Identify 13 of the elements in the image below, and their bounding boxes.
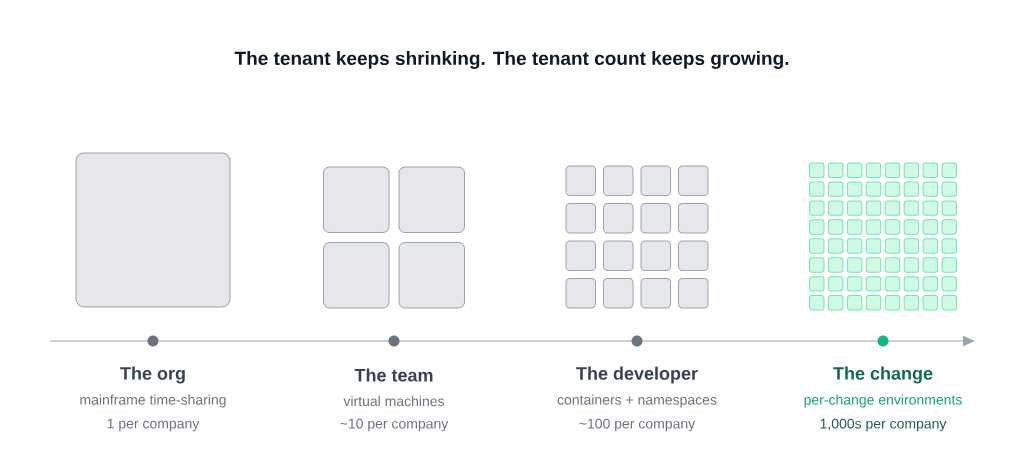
era-heading: The org	[120, 366, 185, 384]
era-heading: The team	[354, 368, 433, 382]
era-description: containers + namespaces	[557, 394, 717, 408]
era-description: per-change environments	[804, 394, 962, 408]
tenant-count: 1 per company	[107, 418, 200, 432]
era-description: mainframe time-sharing	[80, 394, 226, 408]
era-heading: The developer	[576, 366, 698, 384]
era-description: virtual machines	[343, 395, 445, 407]
era-heading: The change	[833, 366, 933, 384]
title: The tenant keeps shrinking. The tenant count keeps growing.	[234, 51, 789, 69]
tenant-count: ~100 per company	[579, 418, 696, 432]
tenant-count: 1,000s per company	[820, 418, 947, 432]
tenant-count: ~10 per company	[340, 418, 449, 432]
